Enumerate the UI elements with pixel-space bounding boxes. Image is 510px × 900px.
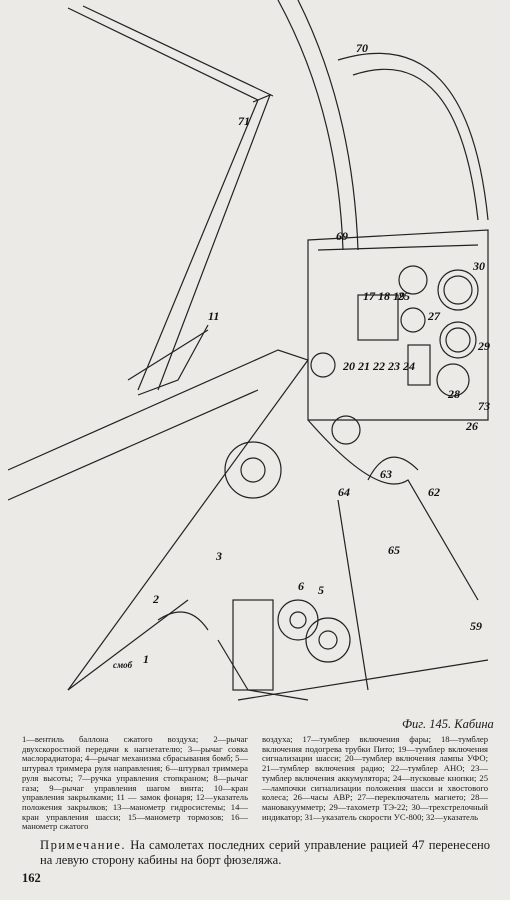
svg-text:29: 29 <box>477 339 490 353</box>
svg-text:смоб: смоб <box>113 660 133 670</box>
legend-left-text: 1—вентиль баллона сжатого воздуха; 2—рыч… <box>22 734 248 832</box>
svg-text:63: 63 <box>380 467 392 481</box>
figure-caption: Фиг. 145. Кабина <box>402 717 494 731</box>
svg-text:28: 28 <box>447 387 460 401</box>
svg-text:5: 5 <box>318 583 324 597</box>
legend-right-column: воздуха; 17—тумблер включения фары; 18—т… <box>262 734 488 822</box>
note-text: На самолетах последних серий управление … <box>40 838 490 867</box>
svg-text:1: 1 <box>143 652 149 666</box>
svg-text:70: 70 <box>356 41 368 55</box>
svg-text:59: 59 <box>470 619 482 633</box>
note-lead: Примечание. <box>40 838 127 852</box>
legend-right-text: воздуха; 17—тумблер включения фары; 18—т… <box>262 734 488 822</box>
svg-text:27: 27 <box>427 309 441 323</box>
note-paragraph: Примечание. На самолетах последних серий… <box>40 838 490 868</box>
svg-text:69: 69 <box>336 229 348 243</box>
legend-left-column: 1—вентиль баллона сжатого воздуха; 2—рыч… <box>22 734 248 832</box>
cockpit-illustration: 71 70 69 11 17 18 19 25 20 21 22 23 24 3… <box>8 0 490 701</box>
svg-text:25: 25 <box>397 289 410 303</box>
svg-text:3: 3 <box>215 549 222 563</box>
svg-text:20 21 22 23 24: 20 21 22 23 24 <box>342 359 415 373</box>
svg-text:64: 64 <box>338 485 350 499</box>
figure-legend: 1—вентиль баллона сжатого воздуха; 2—рыч… <box>22 734 488 832</box>
page-number: 162 <box>22 871 41 885</box>
svg-text:71: 71 <box>238 114 250 128</box>
svg-text:30: 30 <box>472 259 485 273</box>
svg-text:17 18 19: 17 18 19 <box>363 289 405 303</box>
svg-text:62: 62 <box>428 485 440 499</box>
svg-text:73: 73 <box>478 399 490 413</box>
svg-text:2: 2 <box>152 592 159 606</box>
svg-text:6: 6 <box>298 579 304 593</box>
svg-text:65: 65 <box>388 543 400 557</box>
svg-text:11: 11 <box>208 309 219 323</box>
svg-text:26: 26 <box>465 419 478 433</box>
